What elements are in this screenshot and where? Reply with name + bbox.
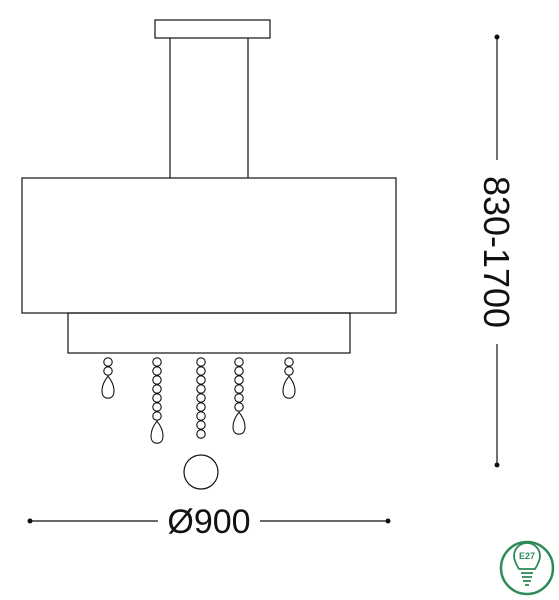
crystal-bead xyxy=(234,357,244,367)
crystal-bead xyxy=(103,366,113,376)
crystal-drop xyxy=(150,420,164,444)
crystal-bead xyxy=(152,402,162,412)
bulb-icon xyxy=(513,542,541,586)
crystal-drop xyxy=(232,411,246,435)
crystal-bead xyxy=(196,384,206,394)
crystal-bead xyxy=(196,420,206,430)
crystal-bead xyxy=(152,384,162,394)
crystal-bead xyxy=(284,357,294,367)
height-label: 830-1700 xyxy=(476,176,517,328)
crystal-pendants xyxy=(101,357,296,444)
inner-shade xyxy=(67,312,351,354)
bulb-label: E27 xyxy=(519,551,535,561)
crystal-bead xyxy=(196,375,206,385)
crystal-bead xyxy=(234,384,244,394)
crystal-bead xyxy=(234,366,244,376)
crystal-bead xyxy=(152,375,162,385)
crystal-drop xyxy=(282,375,296,399)
crystal-drop xyxy=(101,375,115,399)
outer-shade xyxy=(21,177,397,314)
crystal-bead xyxy=(234,402,244,412)
crystal-bead xyxy=(234,375,244,385)
diameter-label: Ø900 xyxy=(167,503,250,541)
crystal-bead xyxy=(103,357,113,367)
bulb-badge: E27 xyxy=(499,540,555,596)
diameter-dimension: Ø900 xyxy=(27,503,391,541)
crystal-bead xyxy=(152,393,162,403)
crystal-bead xyxy=(284,366,294,376)
crystal-bead xyxy=(234,393,244,403)
crystal-bead xyxy=(196,411,206,421)
crystal-sphere xyxy=(183,454,219,490)
crystal-bead xyxy=(196,393,206,403)
crystal-bead xyxy=(152,357,162,367)
crystal-bead xyxy=(196,429,206,439)
ceiling-canopy xyxy=(154,19,271,39)
crystal-bead xyxy=(196,402,206,412)
crystal-bead xyxy=(196,357,206,367)
crystal-bead xyxy=(196,366,206,376)
crystal-bead xyxy=(152,411,162,421)
height-dimension: 830-1700 xyxy=(476,34,517,468)
crystal-bead xyxy=(152,366,162,376)
